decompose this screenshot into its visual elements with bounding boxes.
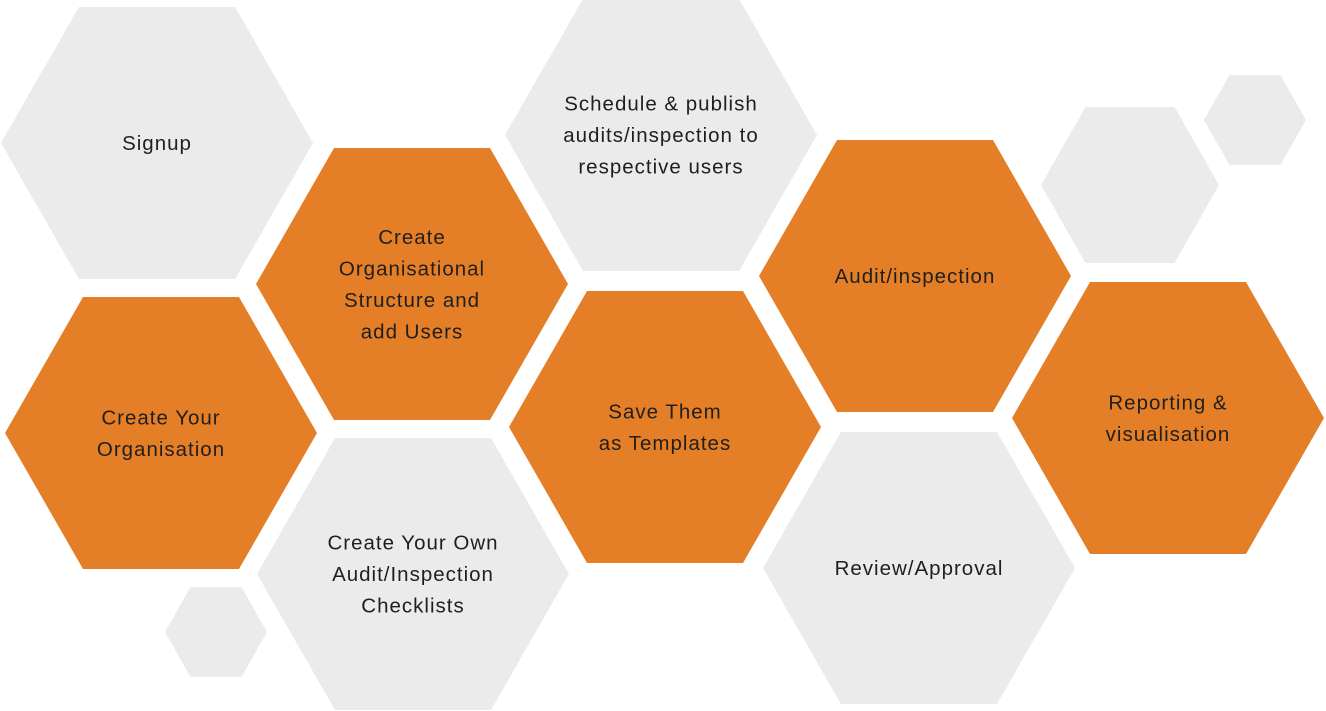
step-label-line: add Users [361,320,463,343]
step-label-line: respective users [578,156,743,179]
step-hexagon [505,0,817,271]
step-label-line: Reporting & [1108,391,1227,414]
step-label-line: Create [378,226,446,249]
step-hexagon [759,140,1071,412]
step-hexagon [5,297,317,569]
step-label-line: audits/inspection to [563,124,759,147]
step-label-line: Review/Approval [835,557,1004,580]
step-hexagon [1012,282,1324,554]
step-save-templates: Save Them as Templates [509,291,821,563]
step-schedule-publish: Schedule & publish audits/inspection to re… [505,0,817,271]
step-label-line: Create Your [101,406,220,429]
step-reporting-visualisation: Reporting & visualisation [1012,282,1324,554]
step-label-line: Signup [122,132,192,155]
decorative-hexagon-small-hex-right-top [1204,75,1306,165]
step-label-line: as Templates [599,432,731,455]
step-label-line: Save Them [608,400,721,423]
decorative-hexagon-small-hex-right-mid [1041,107,1219,263]
step-label-line: Schedule & publish [564,93,758,116]
step-label-line: Checklists [361,595,464,618]
step-label-line: Create Your Own [327,532,498,555]
step-hexagon [509,291,821,563]
step-review-approval: Review/Approval [763,432,1075,704]
step-label-line: Audit/inspection [835,265,996,288]
step-create-checklists: Create Your OwnAudit/InspectionChecklist… [257,438,569,710]
step-label-line: visualisation [1106,423,1231,446]
decorative-hexagon-small-hex-bottom-left [165,587,267,677]
step-signup: Signup [1,7,313,279]
step-hexagon [256,148,568,420]
step-label-line: Organisation [97,438,225,461]
step-hexagon [763,432,1075,704]
step-label-line: Structure and [344,289,480,312]
step-hexagon [1,7,313,279]
step-label-line: Audit/Inspection [332,563,494,586]
step-label-line: Organisational [339,257,485,280]
step-audit-inspection: Audit/inspection [759,140,1071,412]
step-hexagon [257,438,569,710]
